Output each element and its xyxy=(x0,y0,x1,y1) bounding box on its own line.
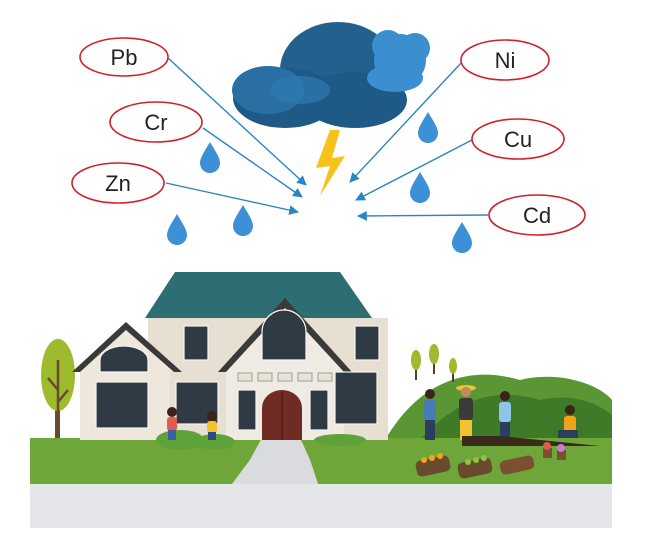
raindrop-icon xyxy=(452,222,472,253)
label-cd: Cd xyxy=(488,194,586,236)
lawn-left xyxy=(30,438,262,484)
label-cu: Cu xyxy=(471,118,565,160)
tree-icon xyxy=(41,339,75,438)
driveway xyxy=(232,438,318,484)
raindrop-icon xyxy=(418,112,438,143)
label-pb-text: Pb xyxy=(111,45,138,70)
road xyxy=(30,484,612,528)
raindrops xyxy=(167,112,472,253)
raindrop-icon xyxy=(233,205,253,236)
label-zn: Zn xyxy=(71,162,165,204)
raindrop-icon xyxy=(200,142,220,173)
label-zn-text: Zn xyxy=(105,171,131,196)
lawn-right xyxy=(300,438,612,484)
raindrop-icon xyxy=(167,214,187,245)
label-ni: Ni xyxy=(460,39,550,81)
gardener-icon xyxy=(167,407,217,440)
label-cr-text: Cr xyxy=(144,110,167,135)
arrow-cr xyxy=(202,127,303,198)
garden-beds xyxy=(415,436,600,479)
label-cd-text: Cd xyxy=(523,203,551,228)
gardener-icon xyxy=(424,385,578,440)
arrow-zn xyxy=(165,182,299,215)
arrows xyxy=(165,57,489,221)
arrow-cu xyxy=(355,139,473,201)
arrow-cd xyxy=(357,211,489,221)
label-cu-text: Cu xyxy=(504,127,532,152)
lightning-bolt-icon xyxy=(316,130,345,196)
arrow-pb xyxy=(167,57,307,186)
arrow-ni xyxy=(349,61,463,183)
storm-cloud-icon xyxy=(232,22,430,128)
label-cr: Cr xyxy=(109,101,203,143)
hill-trees xyxy=(411,344,457,382)
flower-pots xyxy=(543,442,566,460)
label-pb: Pb xyxy=(79,37,169,77)
house-icon xyxy=(72,272,388,440)
raindrop-icon xyxy=(410,172,430,203)
label-ni-text: Ni xyxy=(495,48,516,73)
